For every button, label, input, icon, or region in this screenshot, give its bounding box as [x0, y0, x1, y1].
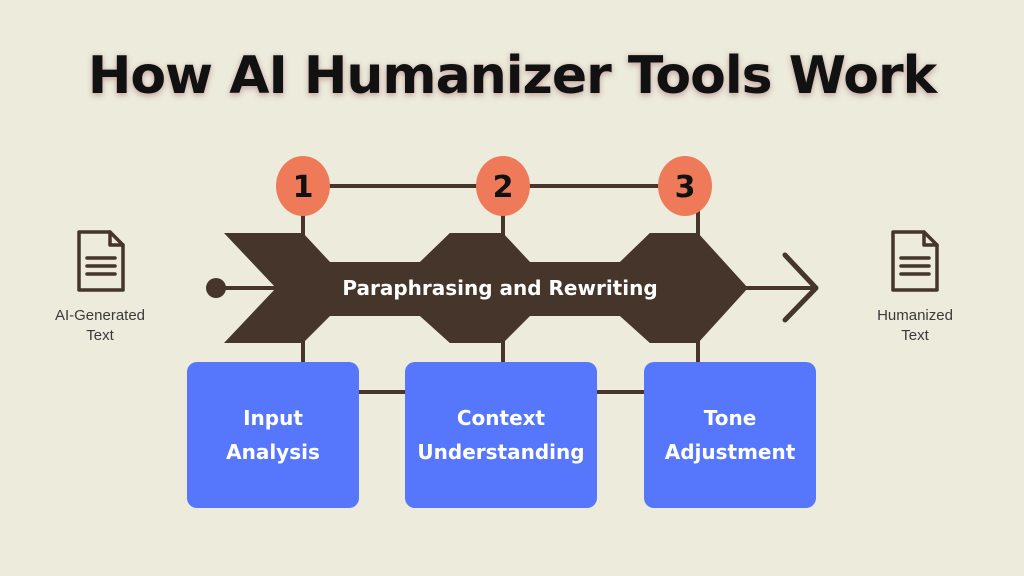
step-2-line1: Context: [456, 406, 546, 430]
chevron-1: [224, 233, 748, 343]
page-title: How AI Humanizer Tools Work: [87, 46, 937, 106]
step-3-line2: Adjustment: [664, 440, 796, 464]
step-badge-3: 3: [658, 156, 712, 216]
input-label: AI-Generated Text: [30, 306, 170, 346]
step-number-2: 2: [493, 170, 514, 205]
step-badge-2: 2: [476, 156, 530, 216]
input-label-line2: Text: [86, 327, 114, 344]
step-1-line1: Input: [243, 406, 303, 430]
output-label: Humanized Text: [845, 306, 985, 346]
chevron-3: [620, 233, 698, 343]
input-document-icon: [77, 230, 125, 292]
step-2-line2: Understanding: [417, 440, 585, 464]
step-box-input-analysis: Input Analysis: [187, 362, 359, 508]
output-label-line2: Text: [901, 327, 929, 344]
process-band-label: Paraphrasing and Rewriting: [342, 276, 657, 300]
chevron-2: [420, 233, 503, 343]
step-number-3: 3: [675, 170, 696, 205]
output-document-icon: [891, 230, 939, 292]
output-label-line1: Humanized: [877, 307, 953, 324]
step-1-line2: Analysis: [226, 440, 320, 464]
step-number-1: 1: [293, 170, 314, 205]
step-badge-1: 1: [276, 156, 330, 216]
step-3-line1: Tone: [703, 406, 757, 430]
input-label-line1: AI-Generated: [54, 307, 146, 324]
step-box-tone-adjustment: Tone Adjustment: [644, 362, 816, 508]
chevron-band: [224, 233, 748, 343]
step-box-context-understanding: Context Understanding: [405, 362, 597, 508]
end-arrowhead-icon: [782, 252, 819, 323]
